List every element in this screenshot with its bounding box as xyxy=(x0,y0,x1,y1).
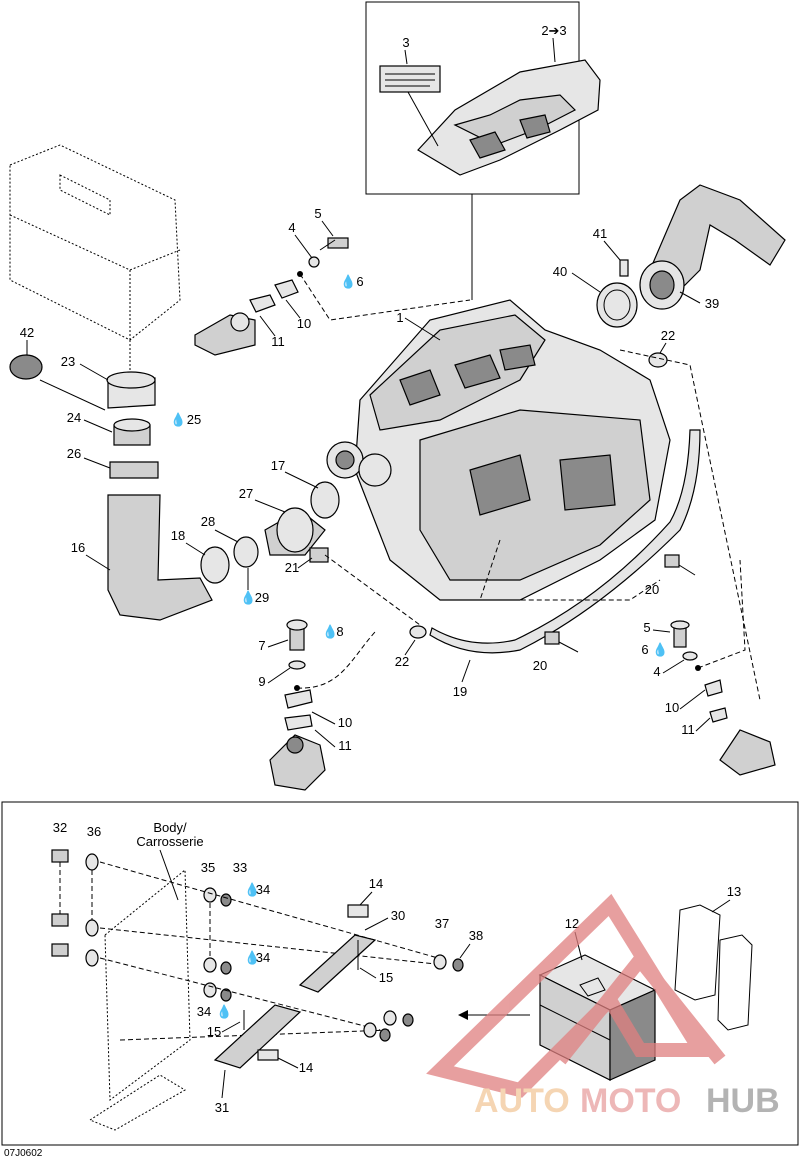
callout-24: 24 xyxy=(67,410,81,425)
callout-14-top: 14 xyxy=(369,876,383,891)
drop-icon-34b: 💧 xyxy=(244,950,260,965)
callout-21: 21 xyxy=(285,560,299,575)
watermark-moto: MOTO xyxy=(580,1082,681,1120)
callout-1: 1 xyxy=(396,310,403,325)
body-label-line2: Carrosserie xyxy=(136,834,203,849)
callout-2-3: 2➔3 xyxy=(541,23,566,38)
callout-35: 35 xyxy=(201,860,215,875)
callout-11-right: 11 xyxy=(681,722,695,737)
callout-23: 23 xyxy=(61,354,75,369)
callout-10-right: 10 xyxy=(665,700,679,715)
callout-5-right: 5 xyxy=(643,620,650,635)
drop-icon-25: 💧 xyxy=(170,412,186,427)
callout-20-left: 20 xyxy=(533,658,547,673)
intake-stack-left: 42 23 24 💧 25 26 16 xyxy=(9,325,213,621)
callout-28: 28 xyxy=(201,514,215,529)
callout-3: 3 xyxy=(402,35,409,50)
callout-13: 13 xyxy=(727,884,741,899)
callout-7: 7 xyxy=(258,638,265,653)
air-box-outline xyxy=(9,144,181,370)
figure-code: 07J0602 xyxy=(4,1148,43,1159)
drop-icon-6: 💧 xyxy=(340,274,356,289)
callout-37: 37 xyxy=(435,916,449,931)
callout-10-left: 10 xyxy=(338,715,352,730)
callout-16: 16 xyxy=(71,540,85,555)
callout-11-top: 11 xyxy=(271,334,285,349)
callout-25: 25 xyxy=(187,412,201,427)
callout-36: 36 xyxy=(87,824,101,839)
callout-34b: 34 xyxy=(256,950,270,965)
engine-mount-lower-right: 5 6 💧 4 10 11 xyxy=(641,559,776,776)
engine-mount-lower-left: 7 💧 8 9 10 11 xyxy=(258,619,376,791)
callout-9: 9 xyxy=(258,674,265,689)
callout-12: 12 xyxy=(565,916,579,931)
drop-icon-34a: 💧 xyxy=(244,882,260,897)
callout-20-right: 20 xyxy=(645,582,659,597)
engine-assembly: 1 xyxy=(326,299,671,601)
callout-29: 29 xyxy=(255,590,269,605)
callout-10-top: 10 xyxy=(297,316,311,331)
callout-26: 26 xyxy=(67,446,81,461)
engine-mount-upper-left: 4 5 💧 6 10 11 xyxy=(194,206,471,356)
watermark-auto: AUTO xyxy=(474,1082,570,1120)
callout-8: 8 xyxy=(336,624,343,639)
callout-42: 42 xyxy=(20,325,34,340)
callout-30: 30 xyxy=(391,908,405,923)
clamp-22-right: 22 xyxy=(619,328,761,701)
callout-22-right: 22 xyxy=(661,328,675,343)
callout-41: 41 xyxy=(593,226,607,241)
callout-15-mid: 15 xyxy=(379,970,393,985)
callout-4-top: 4 xyxy=(288,220,295,235)
callout-4-right: 4 xyxy=(653,664,660,679)
warning-label-icon xyxy=(379,65,441,93)
callout-33: 33 xyxy=(233,860,247,875)
drop-icon-29: 💧 xyxy=(240,590,256,605)
callout-6-top: 6 xyxy=(356,274,363,289)
callout-40: 40 xyxy=(553,264,567,279)
callout-38: 38 xyxy=(469,928,483,943)
callout-22-left: 22 xyxy=(395,654,409,669)
callout-14-bottom: 14 xyxy=(299,1060,313,1075)
callout-18: 18 xyxy=(171,528,185,543)
callout-34a: 34 xyxy=(256,882,270,897)
callout-32: 32 xyxy=(53,820,67,835)
callout-17: 17 xyxy=(271,458,285,473)
throttle-connection-parts: 18 28 💧 29 27 17 21 xyxy=(171,458,340,605)
body-label-line1: Body/ xyxy=(153,820,187,835)
water-hose-assembly: 22 19 20 20 xyxy=(324,429,701,699)
callout-31: 31 xyxy=(215,1100,229,1115)
callout-19: 19 xyxy=(453,684,467,699)
callout-15-left: 15 xyxy=(207,1024,221,1039)
callout-34c: 34 xyxy=(197,1004,211,1019)
drop-icon-6-right: 💧 xyxy=(652,642,668,657)
body-mount-inset: Body/ Carrosserie 32 36 35 33 💧 34 💧 34 … xyxy=(1,801,799,1146)
callout-27: 27 xyxy=(239,486,253,501)
callout-5-top: 5 xyxy=(314,206,321,221)
engine-cover-inset: 3 2➔3 xyxy=(365,1,601,300)
callout-11-left: 11 xyxy=(338,738,352,753)
battery-straps: 13 xyxy=(674,884,753,1031)
automotohub-watermark: AUTO MOTO HUB xyxy=(426,893,780,1120)
watermark-hub: HUB xyxy=(706,1082,780,1120)
callout-6-right: 6 xyxy=(641,642,648,657)
drop-icon-8: 💧 xyxy=(322,624,338,639)
intake-tube-assembly: 41 40 39 xyxy=(553,184,786,328)
drop-icon-34c: 💧 xyxy=(216,1004,232,1019)
callout-39: 39 xyxy=(705,296,719,311)
